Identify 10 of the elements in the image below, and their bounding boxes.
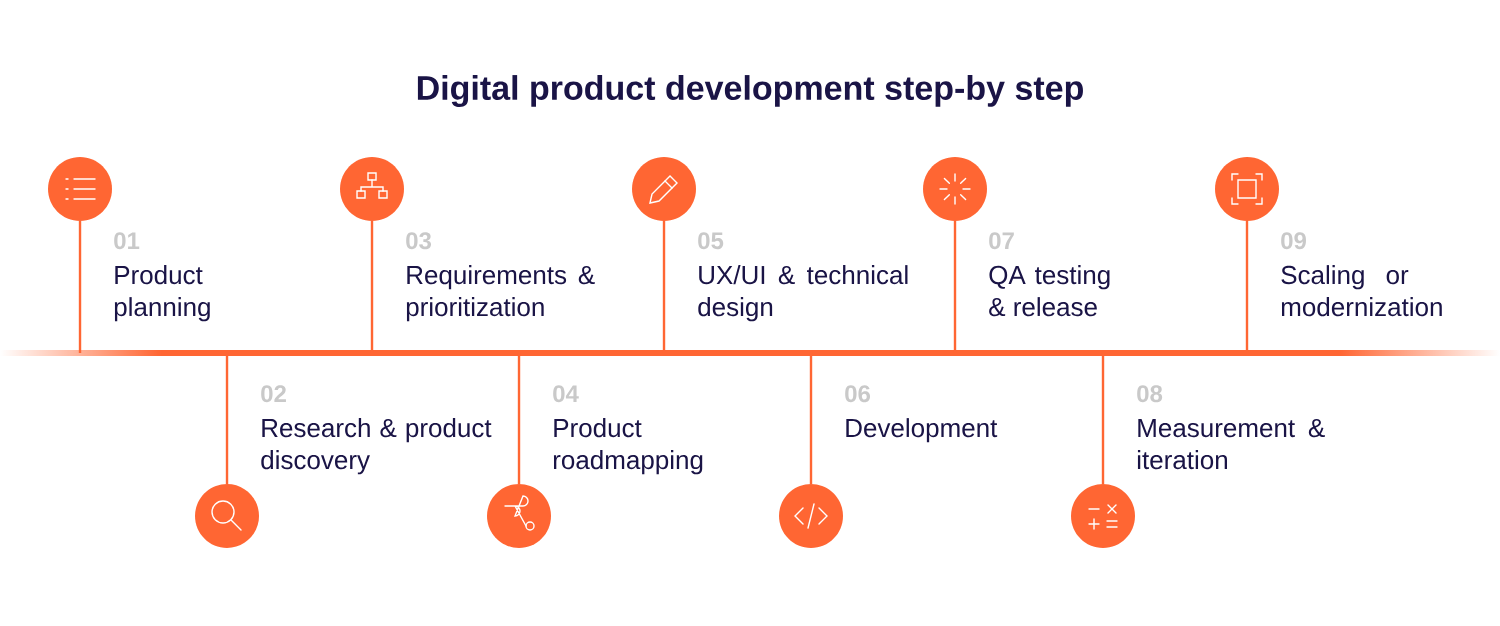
title: Digital product development step-by step	[417, 75, 1083, 107]
step-title: Requirements & prioritization	[406, 265, 595, 322]
step-title: Measurement & iteration	[1137, 418, 1325, 470]
step-title: Product roadmapping	[553, 418, 703, 475]
step-title: UX/UI & technical design	[698, 265, 908, 322]
step-title: Research & product discovery	[261, 418, 492, 475]
step-title: Development	[846, 418, 998, 443]
step-title: Scaling or modernization	[1281, 265, 1442, 317]
step-title: QA testing & release	[989, 265, 1110, 317]
step-title: Product planning	[114, 265, 210, 322]
